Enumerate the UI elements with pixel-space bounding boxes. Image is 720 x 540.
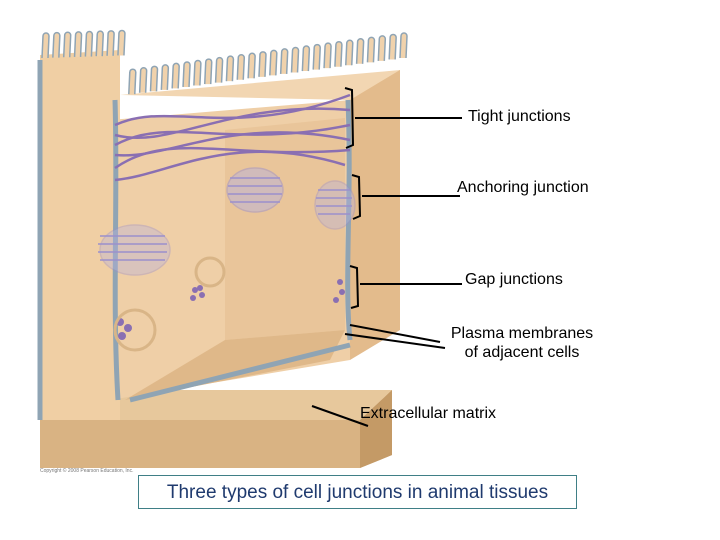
gap-junction-bracket xyxy=(349,265,462,309)
microvillus xyxy=(73,31,83,57)
microvillus xyxy=(62,31,72,58)
microvillus xyxy=(258,51,267,77)
microvillus xyxy=(345,39,354,66)
plasma-membrane-pointer-2 xyxy=(349,324,441,343)
microvillus xyxy=(41,32,50,59)
microvillus xyxy=(193,59,202,86)
caption-box: Three types of cell junctions in animal … xyxy=(138,475,577,509)
microvillus xyxy=(138,67,148,93)
copyright-notice: Copyright © 2008 Pearson Education, Inc. xyxy=(40,468,134,474)
microvillus xyxy=(399,32,408,59)
microvillus xyxy=(182,61,191,88)
microvillus xyxy=(225,55,235,82)
microvillus xyxy=(203,58,213,85)
tight-junction-bracket xyxy=(344,87,462,149)
microvillus xyxy=(312,43,321,70)
microvillus xyxy=(117,29,126,56)
extracellular-matrix-label: Extracellular matrix xyxy=(360,405,497,422)
microvillus xyxy=(290,46,300,73)
extracellular-matrix xyxy=(40,390,392,468)
microvillus xyxy=(128,68,137,95)
anchoring-junction-bracket xyxy=(351,174,460,220)
microvillus xyxy=(214,56,224,83)
microvillus xyxy=(334,41,343,67)
microvillus xyxy=(323,42,332,69)
microvillus xyxy=(95,30,104,57)
plasma-membranes-label: Plasma membranes of adjacent cells xyxy=(428,324,616,362)
plasma-membranes-label-line1: Plasma membranes xyxy=(450,325,594,342)
microvillus xyxy=(106,30,115,56)
plasma-membranes xyxy=(37,60,353,420)
microvillus xyxy=(52,31,61,58)
gap-junctions xyxy=(113,256,345,352)
gap-junctions-label: Gap junctions xyxy=(465,271,563,288)
microvillus xyxy=(366,36,376,63)
microvillus xyxy=(377,35,387,61)
microvilli xyxy=(41,29,408,95)
tight-junction-strands xyxy=(114,93,351,182)
plasma-membranes-label-line2: of adjacent cells xyxy=(464,344,580,361)
extracellular-matrix-pointer xyxy=(311,405,369,427)
microvillus xyxy=(279,48,289,74)
microvillus xyxy=(247,52,256,79)
microvillus xyxy=(84,30,94,57)
microvillus xyxy=(171,62,180,89)
cell-block xyxy=(40,50,400,420)
microvillus xyxy=(149,65,159,92)
tight-junctions-label: Tight junctions xyxy=(468,108,571,125)
microvillus xyxy=(355,38,365,64)
plasma-membrane-pointer xyxy=(344,333,446,349)
microvillus xyxy=(236,54,246,80)
anchoring-desmosomes xyxy=(98,167,356,276)
anchoring-junction-label: Anchoring junction xyxy=(457,179,589,196)
caption-text: Three types of cell junctions in animal … xyxy=(166,482,549,503)
microvillus xyxy=(388,33,397,60)
microvillus xyxy=(160,64,170,90)
microvillus xyxy=(301,45,311,72)
microvillus xyxy=(269,49,278,76)
